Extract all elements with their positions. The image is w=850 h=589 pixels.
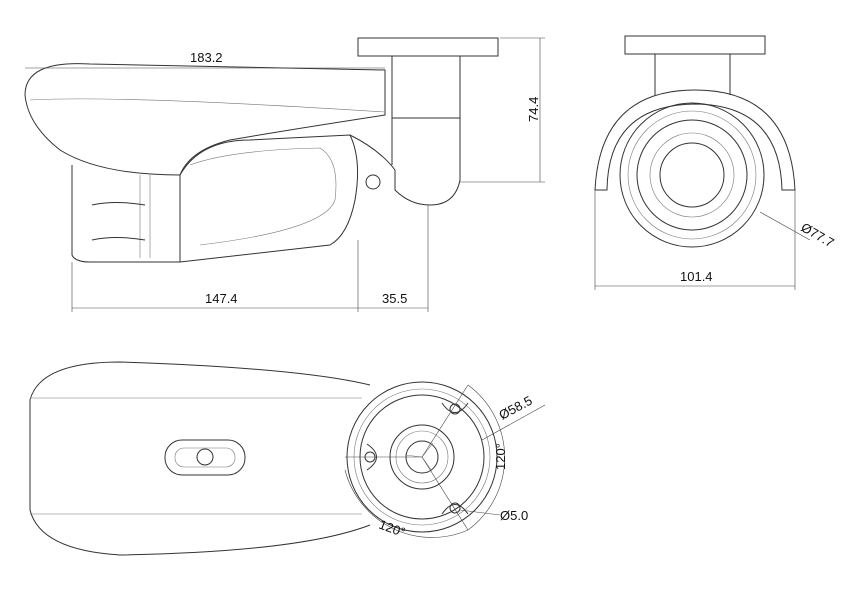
dim-height: 74.4 <box>526 97 541 122</box>
dim-body-length: 147.4 <box>205 291 238 306</box>
dim-base-diameter: Ø58.5 <box>496 393 534 423</box>
dim-hole-angle-right: 120° <box>493 443 508 470</box>
dim-hole-diameter: Ø5.0 <box>500 508 528 523</box>
dim-front-width: 101.4 <box>680 269 713 284</box>
dim-lens-diameter: Ø77.7 <box>799 220 837 251</box>
side-view: 183.2 74.4 147.4 35.5 <box>24 37 545 312</box>
front-view: 101.4 Ø77.7 <box>594 35 837 290</box>
dim-hole-angle-bottom: 120° <box>377 517 407 540</box>
bottom-view: Ø58.5 120° 120° Ø5.0 <box>29 361 546 556</box>
dim-mount-offset: 35.5 <box>382 291 407 306</box>
dim-total-length: 183.2 <box>190 50 223 65</box>
